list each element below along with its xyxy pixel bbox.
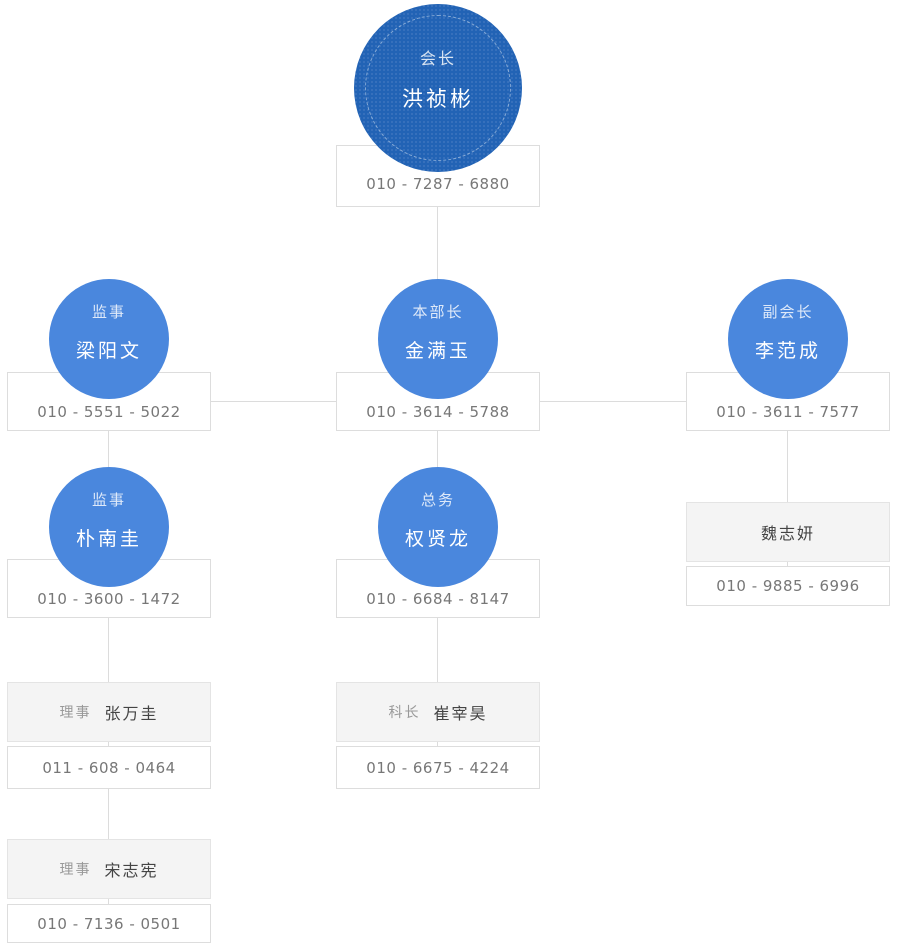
node-role: 副会长 (762, 303, 814, 321)
connector-song-namebox-to-phone (108, 899, 109, 904)
connector-jin-to-quan (437, 431, 438, 467)
node-role: 会长 (419, 49, 456, 68)
node-role: 本部长 (412, 303, 464, 321)
phone-box-wei-zhiyan: 010 - 9885 - 6996 (686, 566, 890, 606)
node-name: 李范成 (754, 340, 821, 362)
node-name: 崔宰昊 (433, 704, 488, 723)
org-node-general-affairs: 总务 权贤龙 (378, 467, 498, 587)
connector-chairman-to-level2 (437, 207, 438, 280)
connector-wei-namebox-to-phone (787, 562, 788, 566)
org-node-section-chief-cui: 科长 崔宰昊 (336, 682, 540, 742)
org-node-supervisor-piao: 监事 朴南圭 (49, 467, 169, 587)
phone-number: 010 - 7136 - 0501 (37, 914, 181, 933)
phone-number: 010 - 9885 - 6996 (716, 577, 860, 595)
node-name: 朴南圭 (75, 528, 142, 550)
node-name: 洪祯彬 (402, 87, 474, 111)
org-node-chairman: 会长 洪祯彬 (354, 4, 522, 172)
org-node-wei-zhiyan: 魏志妍 (686, 502, 890, 562)
phone-number: 010 - 3614 - 5788 (366, 403, 510, 421)
node-role: 理事 (59, 862, 92, 878)
connector-quan-to-cui (437, 618, 438, 682)
org-node-supervisor-liang: 监事 梁阳文 (49, 279, 169, 399)
node-name: 魏志妍 (760, 524, 815, 543)
phone-number: 010 - 6684 - 8147 (366, 590, 510, 608)
node-role: 科长 (388, 705, 421, 721)
phone-number: 010 - 3611 - 7577 (716, 403, 860, 421)
phone-number: 011 - 608 - 0464 (42, 758, 176, 777)
node-role: 监事 (91, 491, 126, 509)
org-node-director-song: 理事 宋志宪 (7, 839, 211, 899)
connector-left-to-center (211, 401, 337, 402)
phone-box-director-zhang: 011 - 608 - 0464 (7, 746, 211, 789)
org-node-vice-chairman: 副会长 李范成 (728, 279, 848, 399)
org-node-director-zhang: 理事 张万圭 (7, 682, 211, 742)
node-name: 宋志宪 (104, 861, 159, 880)
node-name: 张万圭 (104, 704, 159, 723)
connector-cui-namebox-to-phone (437, 742, 438, 746)
node-name: 梁阳文 (75, 340, 142, 362)
phone-number: 010 - 5551 - 5022 (37, 403, 181, 421)
connector-liang-to-piao (108, 431, 109, 467)
connector-piao-to-zhang (108, 618, 109, 682)
phone-number: 010 - 6675 - 4224 (366, 758, 510, 777)
node-role: 监事 (91, 303, 126, 321)
connector-center-to-right (540, 401, 686, 402)
phone-box-director-song: 010 - 7136 - 0501 (7, 904, 211, 943)
node-role: 总务 (420, 491, 455, 509)
phone-box-section-chief-cui: 010 - 6675 - 4224 (336, 746, 540, 789)
connector-li-to-wei (787, 431, 788, 502)
node-name: 权贤龙 (404, 528, 471, 550)
connector-zhang-to-song (108, 789, 109, 839)
org-node-hq-head: 本部长 金满玉 (378, 279, 498, 399)
phone-number: 010 - 7287 - 6880 (366, 175, 510, 193)
phone-number: 010 - 3600 - 1472 (37, 590, 181, 608)
node-name: 金满玉 (404, 340, 471, 362)
connector-zhang-namebox-to-phone (108, 742, 109, 746)
node-role: 理事 (59, 705, 92, 721)
